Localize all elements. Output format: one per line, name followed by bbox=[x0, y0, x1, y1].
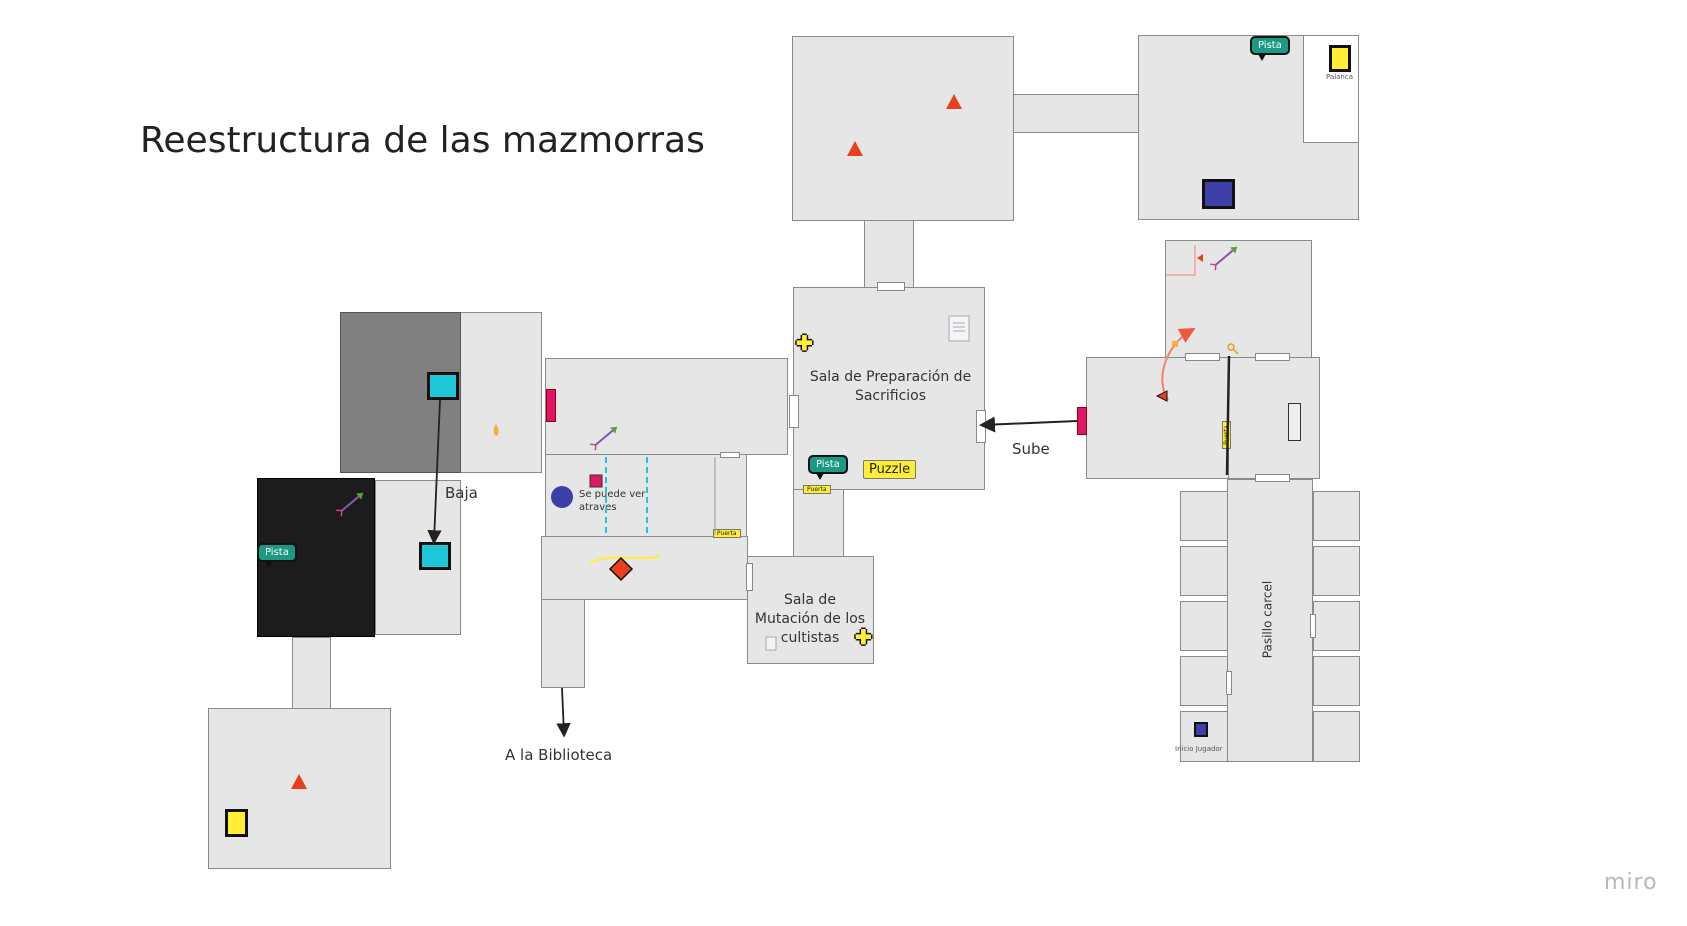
puerta-tag-preparacion[interactable]: Puerta bbox=[803, 485, 831, 494]
label-inicio-jugador: Inicio Jugador bbox=[1175, 745, 1223, 753]
door-right-center-2[interactable] bbox=[1255, 353, 1290, 361]
room-middle-lower[interactable] bbox=[541, 536, 748, 600]
document-icon-1 bbox=[948, 315, 970, 342]
yellow-cross-mutacion[interactable]: ✚ bbox=[855, 627, 872, 649]
cell-right-2[interactable] bbox=[1313, 546, 1360, 596]
label-sala-mutacion: Sala de Mutación de los cultistas bbox=[754, 592, 866, 646]
key-icon bbox=[1227, 343, 1235, 351]
corridor-to-biblioteca[interactable] bbox=[541, 599, 585, 688]
pink-door-middle[interactable] bbox=[546, 389, 556, 422]
red-triangle-bottom-left[interactable] bbox=[291, 774, 307, 789]
document-icon-2 bbox=[765, 636, 777, 651]
cell-left-2[interactable] bbox=[1180, 546, 1228, 596]
yellow-square-bottom[interactable] bbox=[225, 809, 248, 837]
label-biblioteca: A la Biblioteca bbox=[505, 746, 613, 764]
yellow-squiggle bbox=[589, 555, 661, 564]
pista-preparacion[interactable]: Pista bbox=[808, 455, 848, 480]
arrow-projectile-icon-3 bbox=[1210, 246, 1238, 271]
door-pasillo-top[interactable] bbox=[1255, 474, 1290, 482]
door-mutacion[interactable] bbox=[746, 563, 753, 591]
label-sala-preparacion: Sala de Preparación de Sacrificios bbox=[809, 369, 972, 404]
red-triangle-top-1[interactable] bbox=[946, 94, 962, 109]
cell-left-1[interactable] bbox=[1180, 491, 1228, 541]
arrow-projectile-icon-1 bbox=[590, 426, 618, 451]
door-cell-right-3[interactable] bbox=[1310, 614, 1316, 638]
red-triangle-top-2[interactable] bbox=[847, 141, 863, 156]
puzzle-tag[interactable]: Puzzle bbox=[863, 460, 917, 479]
arrow-red-curved bbox=[1161, 328, 1196, 401]
yellow-square-palanca[interactable] bbox=[1329, 45, 1351, 72]
door-middle-center[interactable] bbox=[720, 452, 740, 458]
red-diamond bbox=[608, 556, 634, 582]
door-right-center-1[interactable] bbox=[1185, 353, 1220, 361]
label-palanca: Palanca bbox=[1326, 73, 1354, 81]
small-red-mark bbox=[1197, 254, 1203, 262]
cell-right-1[interactable] bbox=[1313, 491, 1360, 541]
cyan-square-upper[interactable] bbox=[427, 372, 459, 400]
pista-top-right[interactable]: Pista bbox=[1250, 36, 1290, 61]
door-cell-left-4[interactable] bbox=[1226, 671, 1232, 695]
label-se-puede-ver: Se puede ver atraves bbox=[579, 489, 646, 513]
brand-logo: miro bbox=[1604, 870, 1658, 895]
room-top-center[interactable] bbox=[792, 36, 1014, 221]
arrow-baja bbox=[427, 399, 442, 545]
corridor-below-preparacion[interactable] bbox=[793, 489, 844, 557]
flame-icon bbox=[493, 424, 499, 436]
yellow-cross-preparacion[interactable]: ✚ bbox=[796, 333, 813, 355]
blue-square-top-right[interactable] bbox=[1202, 179, 1235, 209]
puerta-tag-middle[interactable]: Puerta bbox=[713, 529, 741, 538]
orange-item-icon bbox=[1172, 341, 1178, 347]
arrow-projectile-icon-2 bbox=[336, 492, 364, 517]
door-top-preparacion[interactable] bbox=[877, 282, 905, 291]
corridor-vertical-top[interactable] bbox=[864, 220, 914, 288]
arrow-sube bbox=[979, 416, 1078, 433]
page-title: Reestructura de las mazmorras bbox=[140, 120, 705, 161]
cell-left-4[interactable] bbox=[1180, 656, 1228, 706]
door-left-preparacion[interactable] bbox=[789, 395, 799, 428]
line-right-room bbox=[1225, 355, 1231, 476]
floppy-icon bbox=[589, 474, 603, 488]
red-triangle-left bbox=[1155, 390, 1168, 402]
blue-circle bbox=[551, 486, 573, 508]
corridor-top[interactable] bbox=[1013, 94, 1139, 133]
label-baja: Baja bbox=[445, 484, 478, 502]
corridor-left[interactable] bbox=[292, 637, 331, 709]
rect-outline[interactable] bbox=[1288, 403, 1301, 441]
arrow-biblioteca bbox=[556, 687, 571, 738]
cell-right-5[interactable] bbox=[1313, 711, 1360, 762]
cell-left-3[interactable] bbox=[1180, 601, 1228, 651]
blue-square-inicio[interactable] bbox=[1194, 722, 1208, 737]
label-sube: Sube bbox=[1012, 440, 1050, 458]
cyan-square-lower[interactable] bbox=[419, 542, 451, 570]
pink-door-right[interactable] bbox=[1077, 407, 1087, 435]
red-corner-lines bbox=[1165, 245, 1196, 276]
room-right-center[interactable] bbox=[1086, 357, 1320, 479]
pista-black-room[interactable]: Pista bbox=[257, 543, 297, 568]
cell-right-4[interactable] bbox=[1313, 656, 1360, 706]
